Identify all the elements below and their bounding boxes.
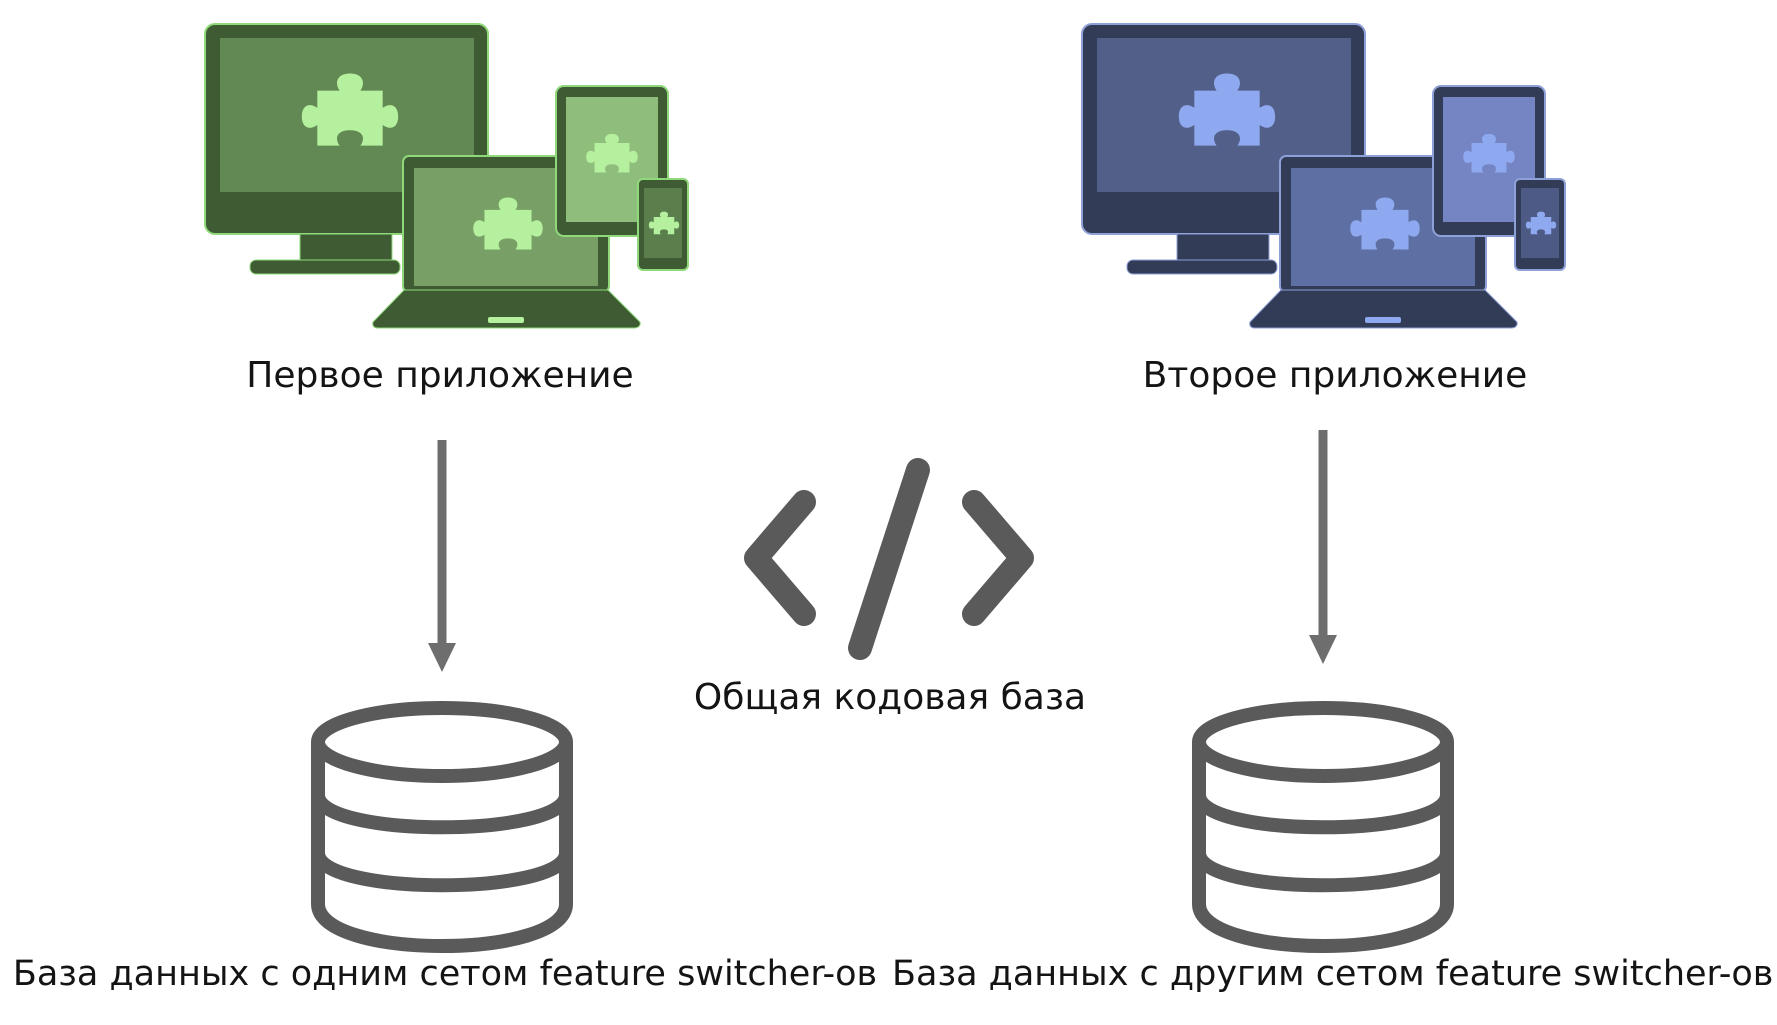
- database-icon: [311, 701, 573, 953]
- database-icon: [1192, 701, 1454, 953]
- phone-icon: [1514, 178, 1566, 271]
- laptop-trackpad: [1365, 317, 1401, 323]
- laptop-base: [1249, 289, 1518, 329]
- app1-devices-icon: [204, 23, 689, 329]
- app1-label: Первое приложение: [246, 355, 634, 396]
- laptop-base: [372, 289, 641, 329]
- arrow-app1-to-db1: [428, 440, 456, 672]
- app2-label: Второе приложение: [1142, 355, 1528, 396]
- monitor-icon: [204, 23, 489, 275]
- phone-icon: [637, 178, 689, 271]
- shared-codebase-label: Общая кодовая база: [693, 677, 1087, 718]
- monitor-base: [1126, 259, 1278, 275]
- db1-label: База данных с одним сетом feature switch…: [12, 954, 878, 994]
- laptop-trackpad: [488, 317, 524, 323]
- monitor-base: [249, 259, 401, 275]
- code-brackets-icon: [744, 458, 1034, 660]
- app2-devices-icon: [1081, 23, 1566, 329]
- arrow-app2-to-db2: [1309, 430, 1337, 664]
- db2-label: База данных с другим сетом feature switc…: [892, 954, 1774, 994]
- laptop-icon: [372, 155, 641, 329]
- laptop-icon: [1249, 155, 1518, 329]
